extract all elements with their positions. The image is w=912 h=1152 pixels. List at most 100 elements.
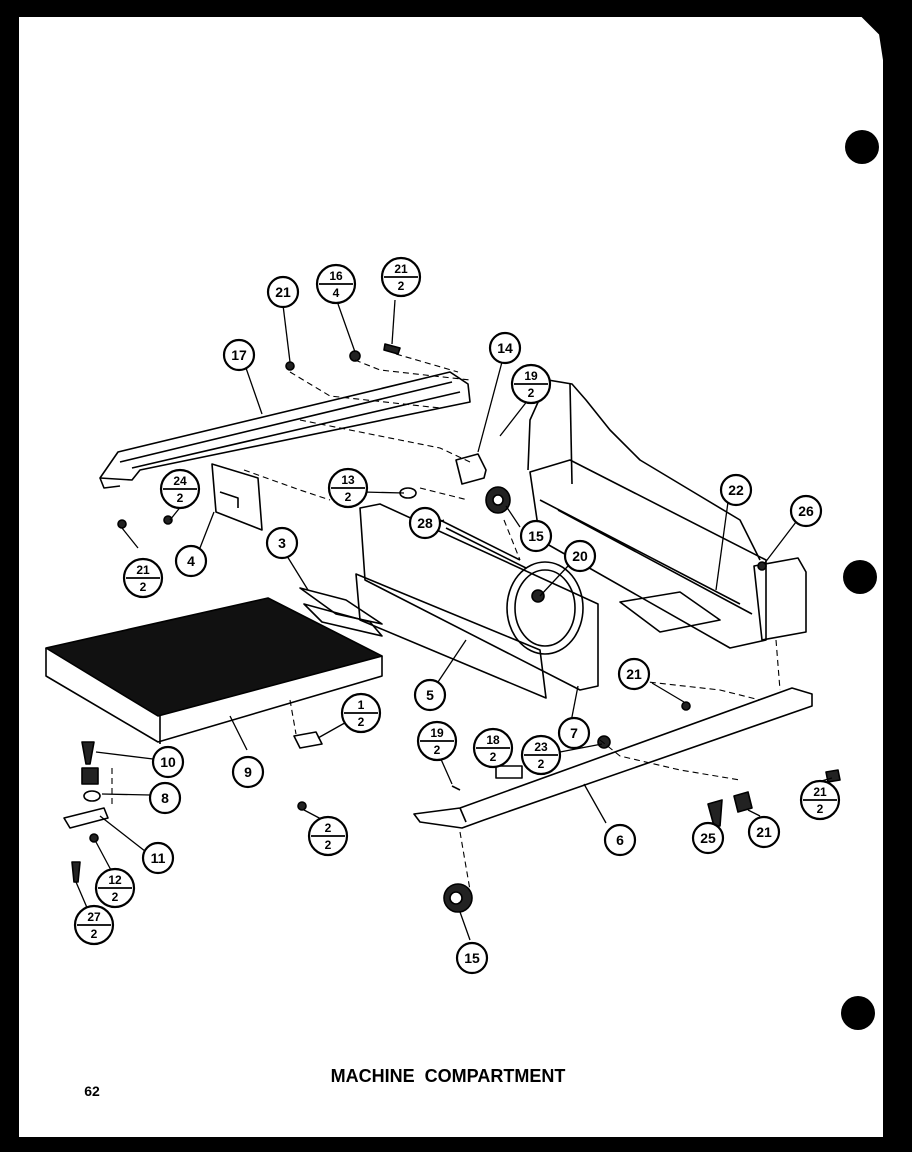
callout-part-number: 10: [160, 754, 176, 770]
callout-15: 15: [455, 941, 489, 975]
bracket-part: [211, 463, 263, 531]
callout-3: 3: [265, 526, 299, 560]
callout-quantity: 2: [528, 386, 535, 400]
callout-part-number: 15: [528, 528, 544, 544]
callout-part-number: 19: [524, 369, 538, 383]
callout-4: 4: [174, 544, 208, 578]
callout-quantity: 2: [112, 890, 119, 904]
callout-28: 28: [408, 506, 442, 540]
callout-circle: [266, 275, 300, 309]
callout-22: 22: [719, 473, 753, 507]
bottom-rail-part: [413, 687, 813, 829]
callout-circle: [789, 494, 823, 528]
callout-part-number: 21: [136, 563, 150, 577]
callout-circle: [691, 821, 725, 855]
callout-part-number: 21: [813, 785, 827, 799]
callout-part-number: 26: [798, 503, 814, 519]
callout-21-qty-2: 212: [380, 256, 422, 298]
callout-quantity: 2: [817, 802, 824, 816]
callout-part-number: 5: [426, 687, 434, 703]
callout-part-number: 15: [464, 950, 480, 966]
condenser-coil-part: [45, 597, 383, 744]
callout-21: 21: [266, 275, 300, 309]
fastener-parts: [89, 343, 841, 843]
hidden-lines: [111, 353, 781, 891]
callout-circle: [408, 506, 442, 540]
callout-21-qty-2: 212: [799, 779, 841, 821]
callout-circle: [174, 544, 208, 578]
callout-part-number: 16: [329, 269, 343, 283]
callout-part-number: 28: [417, 515, 433, 531]
fan-shroud-panel: [359, 503, 599, 691]
callout-part-number: 27: [87, 910, 101, 924]
callout-part-number: 11: [151, 850, 166, 866]
callout-quantity: 2: [325, 838, 332, 852]
callout-17: 17: [222, 338, 256, 372]
callout-quantity: 2: [140, 580, 147, 594]
callout-25: 25: [691, 821, 725, 855]
callout-part-number: 25: [700, 830, 716, 846]
divider-rail-part: [355, 573, 547, 699]
callout-part-number: 6: [616, 832, 624, 848]
binder-hole-top: [845, 130, 879, 164]
callout-circle: [413, 678, 447, 712]
callout-part-number: 18: [486, 733, 500, 747]
callout-part-number: 19: [430, 726, 444, 740]
callout-part-number: 14: [497, 340, 513, 356]
binder-hole-middle: [843, 560, 877, 594]
callout-14: 14: [488, 331, 522, 365]
callout-part-number: 17: [231, 347, 247, 363]
page-title: MACHINE COMPARTMENT: [331, 1066, 566, 1086]
page-number: 62: [84, 1083, 100, 1099]
exploded-view-drawing: [45, 343, 841, 913]
callout-19-qty-2: 192: [510, 363, 552, 405]
callout-2-qty-2: 22: [307, 815, 349, 857]
callout-circle: [488, 331, 522, 365]
callout-13-qty-2: 132: [327, 467, 369, 509]
mounting-foot-parts: [63, 741, 109, 883]
callout-circle: [617, 657, 651, 691]
callout-circle: [141, 841, 175, 875]
corner-bracket-part: [753, 557, 807, 641]
callout-19-qty-2: 192: [416, 720, 458, 762]
callout-part-number: 1: [358, 698, 365, 712]
callout-quantity: 2: [177, 491, 184, 505]
callout-26: 26: [789, 494, 823, 528]
callout-6: 6: [603, 823, 637, 857]
callout-part-number: 22: [728, 482, 744, 498]
callout-quantity: 2: [434, 743, 441, 757]
callout-11: 11: [141, 841, 175, 875]
callout-quantity: 4: [333, 286, 340, 300]
callout-8: 8: [148, 781, 182, 815]
callout-15: 15: [519, 519, 553, 553]
callout-18-qty-2: 182: [472, 727, 514, 769]
callout-1-qty-2: 12: [340, 692, 382, 734]
callout-10: 10: [151, 745, 185, 779]
callout-circle: [265, 526, 299, 560]
callout-circle: [563, 539, 597, 573]
callout-21: 21: [747, 815, 781, 849]
callout-circle: [151, 745, 185, 779]
callout-7: 7: [557, 716, 591, 750]
baffle-part: [299, 587, 383, 637]
callout-circle: [603, 823, 637, 857]
callout-20: 20: [563, 539, 597, 573]
callout-part-number: 21: [394, 262, 408, 276]
callout-quantity: 2: [490, 750, 497, 764]
callout-part-number: 4: [187, 553, 195, 569]
callout-5: 5: [413, 678, 447, 712]
grommet-lower-part: [443, 883, 473, 913]
callout-part-number: 3: [278, 535, 286, 551]
callout-part-number: 24: [173, 474, 187, 488]
callout-circle: [222, 338, 256, 372]
leader-lines: [75, 299, 833, 941]
sheet: [17, 15, 885, 1139]
callout-circle: [455, 941, 489, 975]
callout-quantity: 2: [398, 279, 405, 293]
callout-part-number: 7: [570, 725, 578, 741]
callout-part-number: 9: [244, 764, 252, 780]
callout-part-number: 12: [108, 873, 122, 887]
callout-21: 21: [617, 657, 651, 691]
